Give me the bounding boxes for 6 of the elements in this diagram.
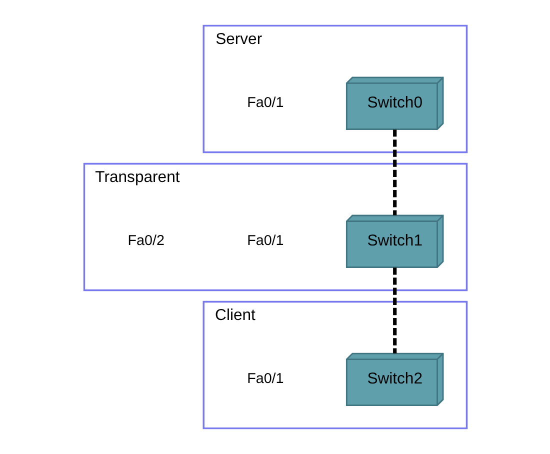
label: Fa0/1 <box>246 371 284 388</box>
connector <box>392 130 396 216</box>
label: Fa0/2 <box>127 232 164 249</box>
label: Fa0/1 <box>246 232 284 249</box>
connector <box>392 268 396 354</box>
label: Fa0/1 <box>246 94 284 111</box>
